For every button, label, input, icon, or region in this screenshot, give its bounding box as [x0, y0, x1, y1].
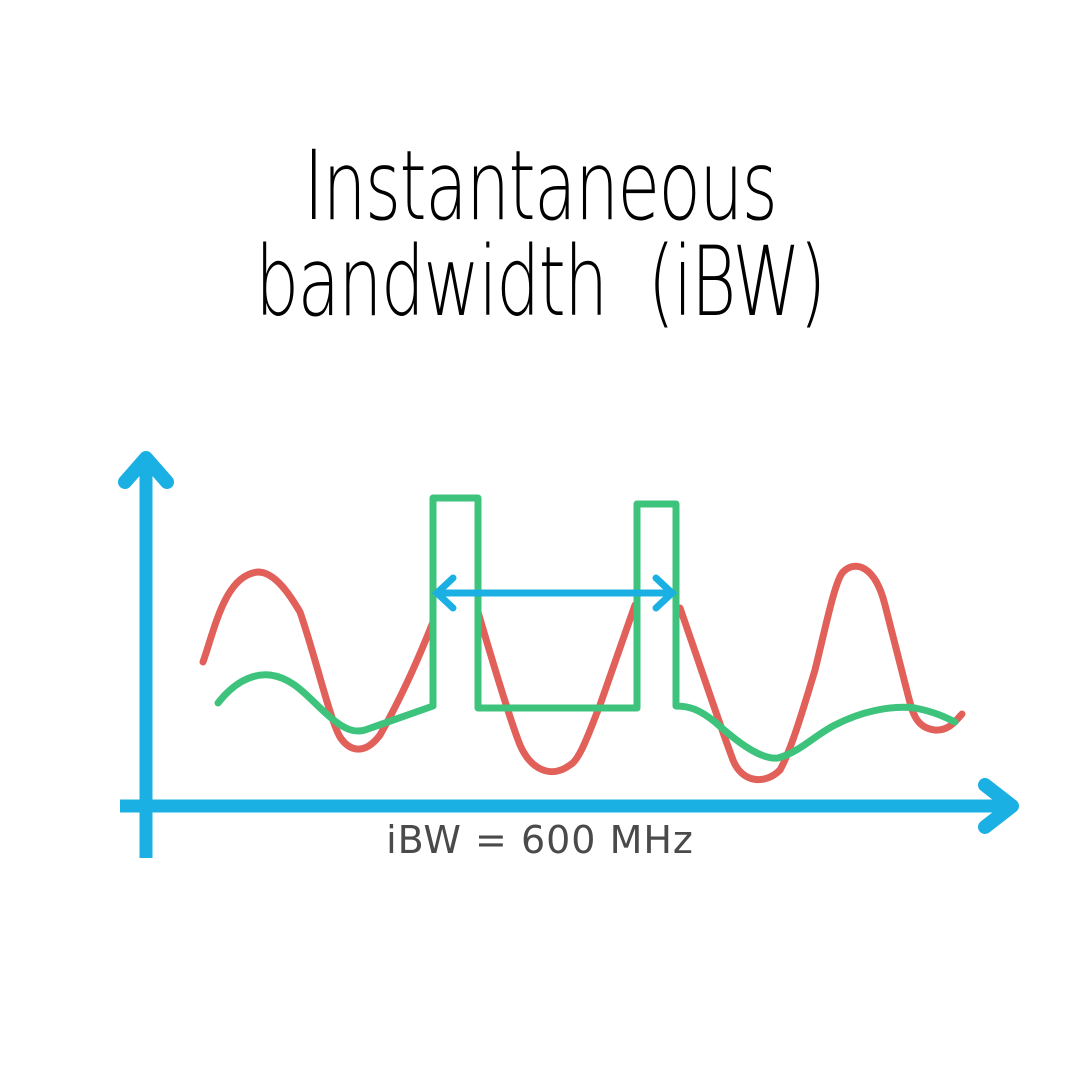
red-signal-wave — [199, 562, 966, 784]
y-axis-arrow — [118, 451, 174, 858]
diagram-title: Instantaneous bandwidth (iBW) — [151, 138, 929, 330]
bandwidth-double-arrow — [431, 574, 678, 612]
title-line-1: Instantaneous — [303, 130, 778, 242]
bandwidth-caption: iBW = 600 MHz — [386, 818, 694, 862]
title-line-2: bandwidth (iBW) — [255, 226, 826, 338]
green-signal-wave — [214, 494, 959, 762]
x-axis-arrow — [120, 778, 1019, 834]
